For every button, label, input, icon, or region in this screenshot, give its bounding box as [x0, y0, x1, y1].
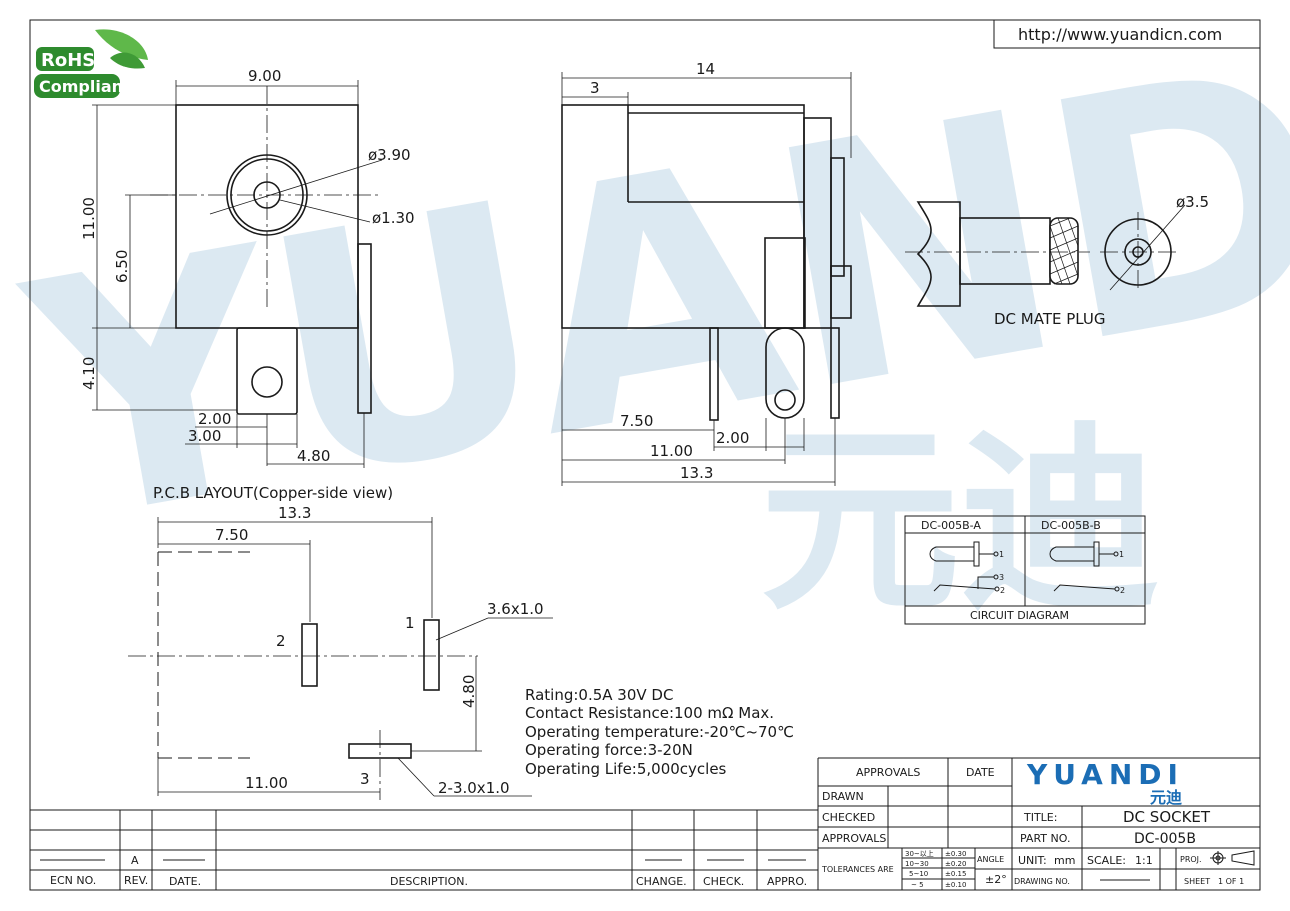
circuit-title: CIRCUIT DIAGRAM [970, 609, 1069, 622]
circuit-b-p1: 1 [1119, 550, 1124, 559]
spec-line: Contact Resistance:100 mΩ Max. [525, 704, 774, 722]
dim-1100: 11.00 [650, 442, 693, 460]
revision-block: A ECN NO. REV. DATE. DESCRIPTION. CHANGE… [30, 758, 819, 890]
front-view: 9.00 ø3.90 ø1.30 11.00 6.50 4.10 2.00 3.… [80, 67, 415, 468]
circuit-diagram: DC-005B-A DC-005B-B CIRCUIT DIAGRAM 1 2 … [904, 515, 1146, 625]
dim-width: 9.00 [248, 67, 281, 85]
hdr-check: CHECK. [703, 875, 744, 888]
dim-length: 14 [696, 60, 715, 78]
projection-symbol [1210, 850, 1255, 866]
tol-range: ~ 5 [911, 881, 924, 889]
tb-sheet-label: SHEET [1184, 877, 1210, 886]
plug-label: DC MATE PLUG [994, 310, 1106, 328]
tol-range: 30~以上 [905, 849, 934, 858]
pcb-pad2: 2-3.0x1.0 [438, 779, 510, 797]
pcb-d480: 4.80 [460, 675, 478, 708]
specs: Rating:0.5A 30V DC Contact Resistance:10… [525, 686, 794, 778]
hdr-rev: REV. [124, 874, 148, 887]
tb-date: DATE [966, 766, 995, 779]
pcb-d750: 7.50 [215, 526, 248, 544]
pcb-pin2: 2 [276, 632, 286, 650]
pcb-pin1: 1 [405, 614, 415, 632]
dim-pin-len: 4.10 [80, 357, 98, 390]
tb-part-value: DC-005B [1134, 831, 1196, 847]
circuit-b-p2: 2 [1120, 586, 1125, 595]
dim-outer-dia: ø3.90 [368, 146, 411, 164]
spec-line: Operating force:3-20N [525, 741, 693, 759]
hdr-ecn: ECN NO. [50, 874, 96, 887]
pcb-pad: 3.6x1.0 [487, 600, 544, 618]
hdr-desc: DESCRIPTION. [390, 875, 468, 888]
tb-angle-val: ±2° [985, 873, 1007, 886]
tol-value: ±0.20 [945, 860, 966, 868]
circuit-a-p1: 1 [999, 550, 1004, 559]
tb-scale-label: SCALE: [1087, 854, 1126, 867]
circuit-b: DC-005B-B [1041, 519, 1101, 532]
mate-plug: ø3.5 DC MATE PLUG [905, 193, 1209, 328]
dim-d3: 4.80 [297, 447, 330, 465]
brand-logo-cn: 元迪 [1150, 788, 1182, 807]
spec-line: Operating Life:5,000cycles [525, 760, 727, 778]
hdr-date: DATE. [169, 875, 201, 888]
hdr-change: CHANGE. [636, 875, 687, 888]
url-text: http://www.yuandicn.com [1018, 25, 1222, 44]
tb-scale-value: 1:1 [1135, 854, 1153, 867]
dim-133: 13.3 [680, 464, 713, 482]
dim-d2: 3.00 [188, 427, 221, 445]
pcb-layout: P.C.B LAYOUT(Copper-side view) 13.3 7.50… [128, 484, 553, 800]
circuit-a-p2: 2 [1000, 586, 1005, 595]
rohs-text: RoHS [41, 50, 95, 71]
tol-value: ±0.10 [945, 881, 966, 889]
hdr-appro: APPRO. [767, 875, 807, 888]
dim-center-h: 6.50 [113, 250, 131, 283]
dim-front: 3 [590, 79, 600, 97]
dim-750: 7.50 [620, 412, 653, 430]
pcb-d1100: 11.00 [245, 774, 288, 792]
tb-checked: CHECKED [822, 811, 875, 824]
circuit-a-p3: 3 [999, 573, 1004, 582]
tb-angle: ANGLE [977, 855, 1004, 864]
tol-value: ±0.15 [945, 870, 966, 878]
compliant-text: Compliant [39, 77, 131, 96]
dim-plug-dia: ø3.5 [1176, 193, 1209, 211]
tb-drawing-label: DRAWING NO. [1014, 877, 1070, 886]
dim-d1: 2.00 [198, 410, 231, 428]
pcb-pin3: 3 [360, 770, 370, 788]
dim-height: 11.00 [80, 197, 98, 240]
sheet-border [29, 19, 1261, 891]
url-box [993, 19, 1261, 49]
tb-drawn: DRAWN [822, 790, 864, 803]
pcb-width: 13.3 [278, 504, 311, 522]
tb-part-label: PART NO. [1020, 832, 1070, 845]
spec-line: Rating:0.5A 30V DC [525, 686, 673, 704]
tol-range: 5~10 [909, 870, 928, 878]
watermark-cn: 元迪 [760, 405, 1160, 638]
tol-range: 10~30 [905, 860, 929, 868]
tb-approvals: APPROVALS [856, 766, 920, 779]
tb-title-value: DC SOCKET [1123, 808, 1211, 826]
tb-sheet-value: 1 OF 1 [1218, 877, 1244, 886]
tb-title-label: TITLE: [1023, 811, 1057, 824]
circuit-a: DC-005B-A [921, 519, 981, 532]
tb-approvals2: APPROVALS [822, 832, 886, 845]
rev-value: A [131, 854, 139, 867]
spec-line: Operating temperature:-20℃~70℃ [525, 723, 794, 741]
tb-proj-label: PROJ. [1180, 855, 1202, 864]
brand-logo: YUANDI [1026, 758, 1184, 791]
tb-unit-label: UNIT: [1018, 854, 1047, 867]
dim-inner-dia: ø1.30 [372, 209, 415, 227]
dim-200: 2.00 [716, 429, 749, 447]
title-block: APPROVALS DATE DRAWN CHECKED APPROVALS T… [818, 757, 1260, 890]
pcb-title: P.C.B LAYOUT(Copper-side view) [153, 484, 393, 502]
tol-value: ±0.30 [945, 850, 966, 858]
tb-tolerances: TOLERANCES ARE [821, 865, 894, 874]
rohs-logo: RoHS Compliant [34, 29, 148, 98]
side-view: 14 3 7.50 2.00 11.00 13.3 [561, 60, 852, 486]
tb-unit-value: mm [1054, 854, 1075, 867]
